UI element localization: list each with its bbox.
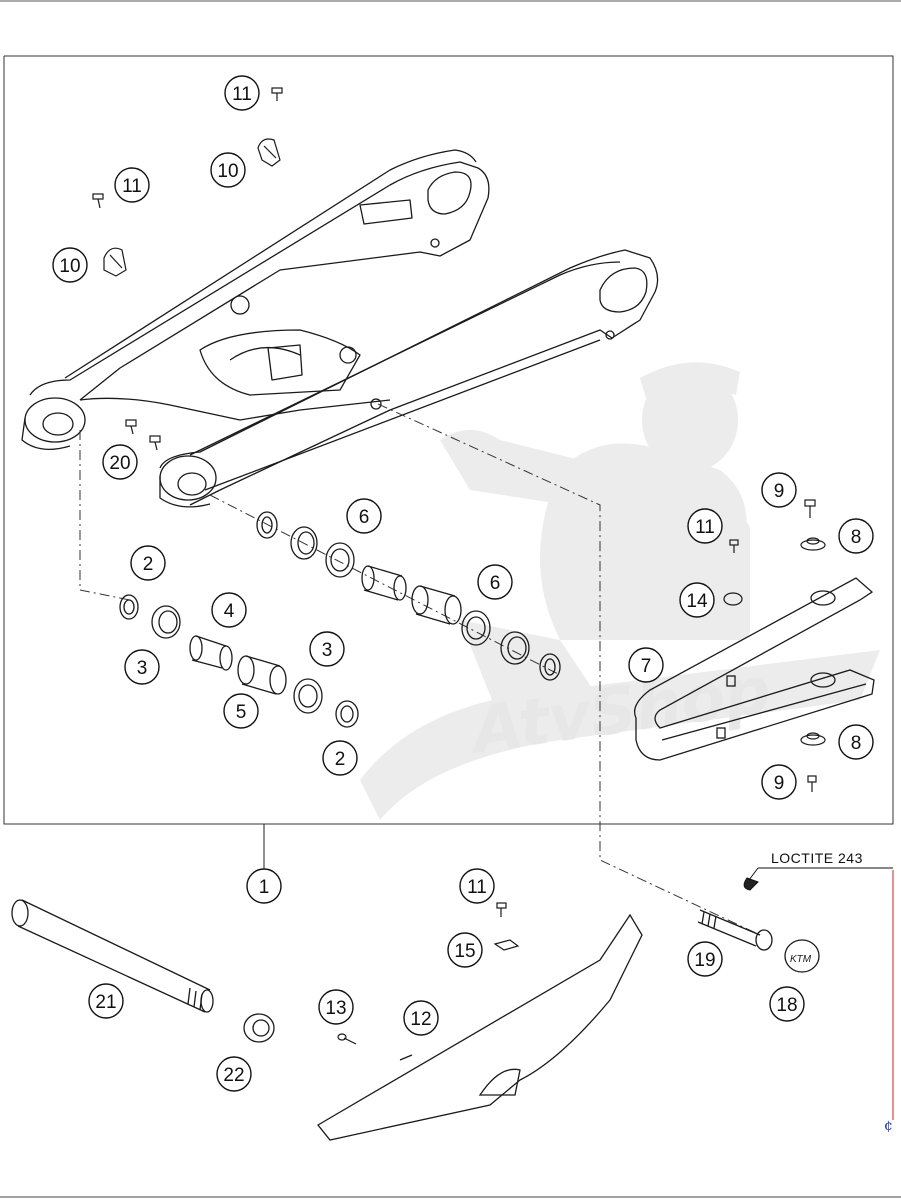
callout-3-b: 3 bbox=[309, 631, 345, 667]
clamp-10-upper bbox=[257, 138, 281, 167]
svg-text:11: 11 bbox=[467, 877, 487, 898]
callout-11-d: 11 bbox=[459, 868, 495, 904]
callout-12: 12 bbox=[403, 1000, 439, 1036]
svg-text:2: 2 bbox=[143, 554, 154, 575]
callout-15: 15 bbox=[447, 932, 483, 968]
callout-1: 1 bbox=[246, 868, 282, 904]
nut-22 bbox=[243, 1013, 275, 1043]
swingarm-drawing bbox=[21, 149, 659, 508]
callout-9-b: 9 bbox=[761, 764, 797, 800]
svg-text:11: 11 bbox=[232, 84, 252, 105]
bolt-11-guard bbox=[496, 902, 507, 917]
bearing-parts bbox=[119, 511, 561, 728]
chain-guard bbox=[317, 913, 643, 1141]
callout-8-b: 8 bbox=[838, 724, 874, 760]
bolt-19 bbox=[697, 909, 773, 951]
svg-text:1: 1 bbox=[259, 877, 270, 898]
callout-18: 18 bbox=[769, 986, 805, 1022]
callout-10-b: 10 bbox=[52, 247, 88, 283]
svg-text:21: 21 bbox=[95, 992, 116, 1013]
callout-10-a: 10 bbox=[210, 152, 246, 188]
clamp-10-lower bbox=[103, 247, 127, 277]
callout-19: 19 bbox=[687, 941, 723, 977]
svg-text:9: 9 bbox=[774, 773, 785, 794]
svg-text:11: 11 bbox=[122, 176, 142, 197]
ktm-logo-icon: KTM bbox=[784, 939, 820, 973]
svg-text:14: 14 bbox=[686, 591, 708, 612]
assembly-frame bbox=[3, 55, 894, 825]
bolt-11-left bbox=[92, 193, 104, 209]
callout-7: 7 bbox=[628, 647, 664, 683]
loctite-label: LOCTITE 243 bbox=[771, 850, 863, 866]
svg-text:19: 19 bbox=[694, 950, 715, 971]
callout-6-a: 6 bbox=[346, 498, 382, 534]
svg-text:13: 13 bbox=[325, 998, 346, 1019]
callouts: 11 10 11 10 20 2 3 4 5 3 2 6 6 9 8 11 14… bbox=[52, 75, 874, 1092]
axle-21 bbox=[11, 899, 214, 1013]
svg-text:2: 2 bbox=[335, 749, 346, 770]
svg-text:8: 8 bbox=[851, 733, 862, 754]
margin-blue-mark: ¢ bbox=[884, 1118, 893, 1134]
svg-text:15: 15 bbox=[454, 941, 475, 962]
svg-text:3: 3 bbox=[322, 640, 333, 661]
svg-text:KTM: KTM bbox=[790, 954, 812, 965]
callout-8-a: 8 bbox=[838, 518, 874, 554]
svg-text:4: 4 bbox=[224, 601, 235, 622]
callout-13: 13 bbox=[318, 989, 354, 1025]
callout-2-b: 2 bbox=[322, 740, 358, 776]
svg-text:20: 20 bbox=[109, 453, 130, 474]
svg-text:10: 10 bbox=[59, 256, 80, 277]
svg-text:10: 10 bbox=[217, 161, 238, 182]
loctite-note: LOCTITE 243 bbox=[743, 850, 893, 891]
svg-text:22: 22 bbox=[223, 1065, 244, 1086]
callout-9-a: 9 bbox=[761, 472, 797, 508]
bolt-20 bbox=[125, 419, 161, 451]
callout-22: 22 bbox=[216, 1056, 252, 1092]
svg-text:11: 11 bbox=[695, 517, 715, 538]
bolt-11-top bbox=[271, 87, 283, 101]
small-hardware bbox=[723, 499, 826, 792]
callout-14: 14 bbox=[679, 582, 715, 618]
callout-11-b: 11 bbox=[114, 167, 150, 203]
callout-20: 20 bbox=[102, 444, 138, 480]
callout-6-b: 6 bbox=[477, 564, 513, 600]
callout-5: 5 bbox=[223, 693, 259, 729]
screw-13 bbox=[337, 1033, 357, 1045]
callout-4: 4 bbox=[211, 592, 247, 628]
svg-text:3: 3 bbox=[137, 658, 148, 679]
svg-text:7: 7 bbox=[641, 656, 652, 677]
svg-text:6: 6 bbox=[490, 573, 501, 594]
callout-2-a: 2 bbox=[130, 545, 166, 581]
callout-21: 21 bbox=[88, 983, 124, 1019]
svg-text:5: 5 bbox=[236, 702, 247, 723]
clip-15 bbox=[493, 939, 520, 951]
svg-text:12: 12 bbox=[410, 1009, 431, 1030]
chain-slider bbox=[633, 577, 875, 761]
callout-11-c: 11 bbox=[687, 508, 723, 544]
callout-3-a: 3 bbox=[124, 649, 160, 685]
svg-text:6: 6 bbox=[359, 507, 370, 528]
svg-text:8: 8 bbox=[851, 527, 862, 548]
svg-text:18: 18 bbox=[776, 995, 797, 1016]
rider-watermark-icon bbox=[360, 362, 880, 820]
callout-11-a: 11 bbox=[224, 75, 260, 111]
svg-text:9: 9 bbox=[774, 481, 785, 502]
